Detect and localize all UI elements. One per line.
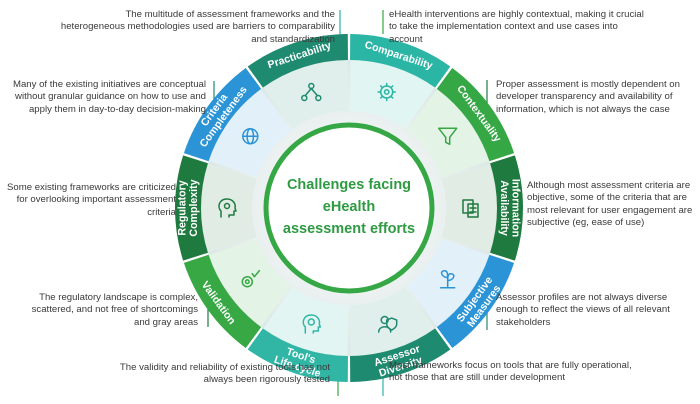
head-gears-icon [218, 198, 237, 218]
band-subjective-measures [436, 254, 515, 349]
inner-wedge-contextuality [406, 89, 490, 178]
desc-tools-life-cycle: Most frameworks focus on tools that are … [389, 360, 632, 384]
desc-information-availability: Proper assessment is mostly dependent on… [496, 79, 680, 115]
gear-chart-icon [377, 82, 396, 102]
inner-wedge-validation [208, 238, 292, 327]
center-title-line-2: eHealth [323, 199, 375, 215]
segment-label-information-availability: InformationAvailability [498, 179, 522, 237]
globe-gear-icon [242, 128, 259, 145]
desc-contextuality: eHealth interventions are highly context… [389, 9, 644, 45]
filter-funnel-icon [437, 127, 458, 146]
band-validation [183, 254, 262, 349]
desc-assessor-diversity: Assessor profiles are not always diverse… [496, 292, 670, 328]
band-tools-life-cycle [247, 328, 348, 382]
desc-subjective-measures: Although most assessment criteria are ob… [527, 180, 693, 229]
inner-wedge-tools-life-cycle [263, 287, 348, 356]
desc-validation: The validity and reliability of existing… [119, 362, 330, 386]
segment-icons [218, 82, 479, 334]
desc-criteria-completeness: Some existing frameworks are criticized … [6, 182, 176, 218]
security-person-icon [377, 315, 398, 333]
segment-label-regulatory-complexity: RegulatoryComplexity [177, 179, 201, 236]
desc-regulatory-complexity: The regulatory landscape is complex, sca… [31, 292, 198, 328]
center-circle: Challenges facing eHealth assessment eff… [263, 122, 435, 294]
documents-icon [462, 199, 479, 218]
center-title-line-3: assessment efforts [283, 221, 415, 237]
band-comparability [350, 34, 451, 88]
band-assessor-diversity [350, 328, 451, 382]
desc-comparability: The multitude of assessment frameworks a… [60, 9, 335, 45]
head-lightbulb-icon [302, 314, 322, 334]
segment-bands [174, 34, 523, 382]
center-title-line-1: Challenges facing [287, 177, 411, 193]
inner-wedge-criteria-completeness [208, 89, 292, 178]
desc-practicability: Many of the existing initiatives are con… [12, 79, 206, 115]
band-criteria-completeness [183, 67, 262, 162]
band-practicability [247, 34, 348, 88]
inner-wedge-assessor-diversity [350, 287, 435, 356]
band-contextuality [436, 67, 515, 162]
network-hierarchy-icon [301, 82, 322, 102]
growing-plant-icon [439, 269, 456, 289]
band-information-availability [490, 155, 523, 261]
check-gears-icon [241, 269, 261, 288]
band-regulatory-complexity [174, 155, 208, 261]
